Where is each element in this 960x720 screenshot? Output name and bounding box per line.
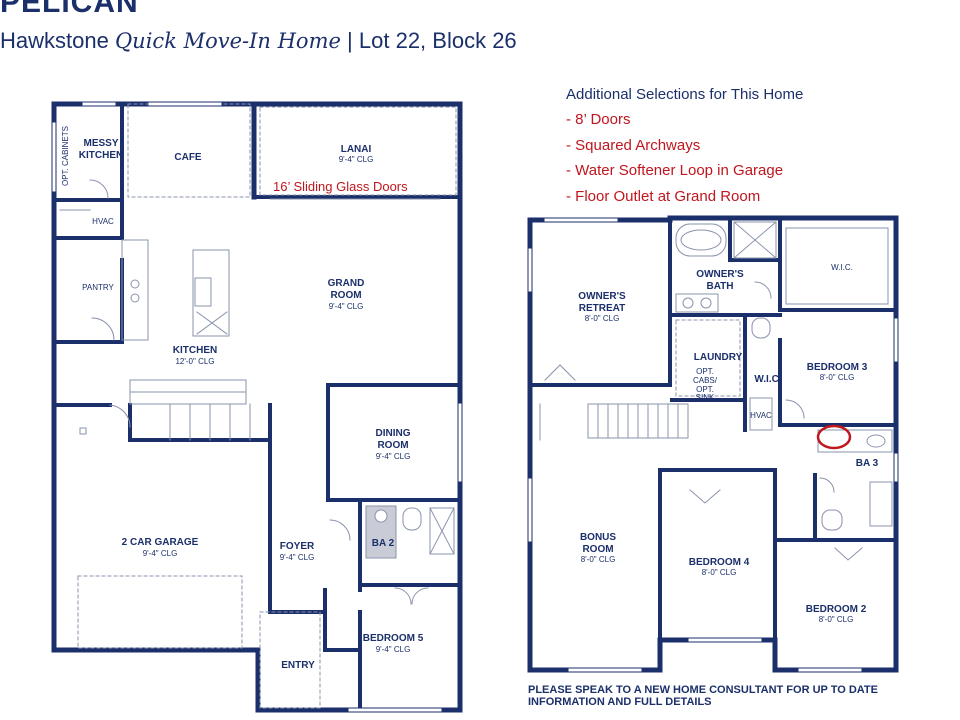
first-floor-fixtures — [59, 103, 457, 709]
label-bedroom4: BEDROOM 4 — [689, 557, 750, 568]
subtitle-separator: | — [347, 28, 353, 53]
label-messy-kitchen: MESSY — [83, 138, 118, 149]
label-entry: ENTRY — [281, 660, 315, 671]
second-floor-windows — [528, 218, 898, 672]
label-foyer: FOYER — [280, 541, 315, 552]
lot-block: Lot 22, Block 26 — [358, 28, 517, 53]
label-garage-clg: 9'-4" CLG — [143, 549, 178, 558]
label-bedroom5-clg: 9'-4" CLG — [376, 645, 411, 654]
floor-outlet-highlight — [816, 424, 852, 450]
label-ba2: BA 2 — [372, 538, 395, 549]
label-bedroom4-clg: 8'-0" CLG — [702, 568, 737, 577]
first-floor-interior-walls — [52, 102, 462, 712]
second-floor-interior-walls — [528, 216, 898, 642]
label-grand-room-clg: 9'-4" CLG — [329, 302, 364, 311]
first-floor-exterior-walls — [51, 101, 463, 713]
label-foyer-clg: 9'-4" CLG — [280, 553, 315, 562]
label-dining-room: DINING — [376, 428, 411, 439]
label-opt-cabinets: OPT. CABINETS — [61, 126, 70, 186]
label-bedroom2: BEDROOM 2 — [806, 604, 867, 615]
plan-title: PELICAN — [0, 0, 139, 19]
label-hvac-2: HVAC — [750, 411, 772, 420]
first-floor-windows — [52, 102, 462, 712]
label-pantry: PANTRY — [82, 283, 114, 292]
label-grand-room-2: ROOM — [330, 290, 361, 301]
label-laundry-opt-3: OPT. — [696, 385, 714, 394]
label-wic: W.I.C. — [754, 374, 781, 385]
label-owners-retreat-clg: 8'-0" CLG — [585, 314, 620, 323]
label-ba3: BA 3 — [856, 458, 879, 469]
label-bonus-room-2: ROOM — [582, 544, 613, 555]
label-grand-room: GRAND — [328, 278, 365, 289]
plan-subtitle: Hawkstone Quick Move-In Home | Lot 22, B… — [0, 28, 517, 54]
label-dining-clg: 9'-4" CLG — [376, 452, 411, 461]
home-type: Quick Move-In Home — [114, 29, 341, 53]
label-kitchen: KITCHEN — [173, 345, 217, 356]
label-bonus-room: BONUS — [580, 532, 616, 543]
label-garage: 2 CAR GARAGE — [122, 537, 199, 548]
label-bedroom5: BEDROOM 5 — [363, 633, 424, 644]
label-laundry-opt-2: CABS/ — [693, 376, 718, 385]
label-dining-room-2: ROOM — [377, 440, 408, 451]
label-laundry: LAUNDRY — [694, 352, 743, 363]
selections-list: - 8’ Doors - Squared Archways - Water So… — [566, 111, 783, 213]
label-bedroom2-clg: 8'-0" CLG — [819, 615, 854, 624]
selection-item: - Water Softener Loop in Garage — [566, 162, 784, 179]
second-floor-plan — [527, 215, 899, 673]
label-laundry-opt-4: SINK — [696, 393, 715, 402]
selection-item: - Squared Archways — [566, 136, 701, 154]
callout-sliding-doors: 16’ Sliding Glass Doors — [273, 179, 408, 194]
community-name: Hawkstone — [0, 28, 109, 53]
label-hvac-1: HVAC — [92, 217, 114, 226]
second-floor-fixtures — [539, 221, 893, 561]
first-floor-plan — [51, 101, 463, 713]
label-owners-retreat: OWNER'S — [578, 291, 626, 302]
label-laundry-opt-1: OPT. — [696, 367, 714, 376]
label-cafe: CAFE — [174, 152, 202, 163]
label-owners-bath: OWNER'S — [696, 269, 744, 280]
label-lanai-clg: 9'-4" CLG — [339, 155, 374, 164]
label-messy-kitchen-2: KITCHEN — [79, 150, 123, 161]
label-owner-wic: W.I.C. — [831, 263, 853, 272]
label-owners-retreat-2: RETREAT — [579, 303, 625, 314]
label-owners-bath-2: BATH — [706, 281, 733, 292]
label-bonus-clg: 8'-0" CLG — [581, 555, 616, 564]
selection-item: - 8’ Doors — [566, 111, 631, 128]
label-bedroom3-clg: 8'-0" CLG — [820, 373, 855, 382]
label-bedroom3: BEDROOM 3 — [807, 362, 868, 373]
label-kitchen-clg: 12'-0" CLG — [175, 357, 214, 366]
label-lanai: LANAI — [341, 144, 372, 155]
selections-heading: Additional Selections for This Home — [566, 86, 804, 103]
disclaimer-text: PLEASE SPEAK TO A NEW HOME CONSULTANT FO… — [528, 684, 878, 708]
selection-item: - Floor Outlet at Grand Room — [566, 187, 761, 205]
